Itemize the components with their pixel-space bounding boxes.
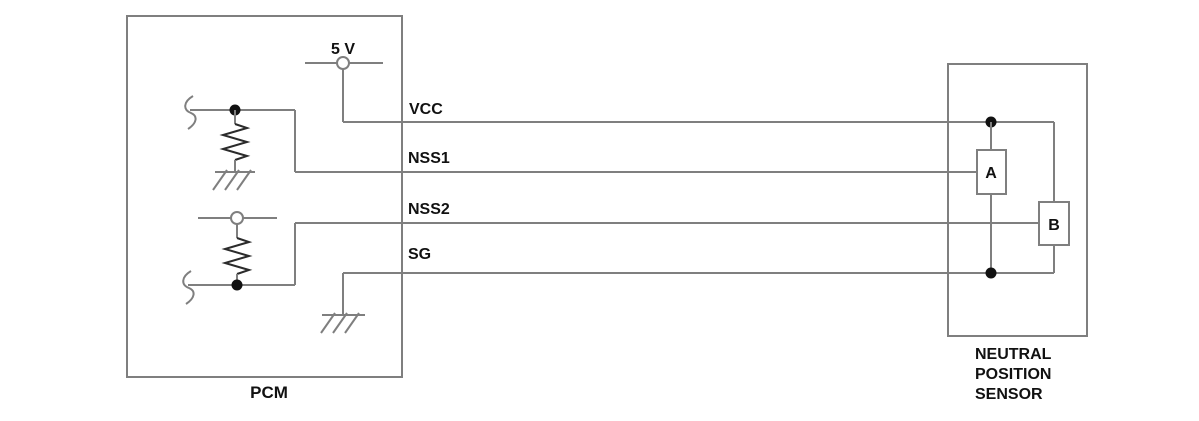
nss2-net: NSS2 — [182, 201, 1039, 305]
wire-break-squiggle-icon — [184, 95, 197, 130]
sensor-caption-line-1: NEUTRAL — [975, 346, 1052, 363]
pullup-terminal-icon — [230, 211, 244, 225]
ground-slash — [320, 312, 336, 334]
sensor-outline — [947, 63, 1088, 337]
component-b-label: B — [1048, 217, 1060, 234]
junction-dot — [231, 279, 243, 291]
ground-icon — [320, 312, 365, 334]
sensor-block: A B NEUTRAL POSITION SENSOR — [947, 63, 1088, 403]
ground-icon — [212, 169, 255, 191]
ground-slash — [224, 169, 240, 191]
nss2-label: NSS2 — [408, 201, 450, 218]
ground-slash — [332, 312, 348, 334]
wire-break-squiggle-icon — [182, 270, 195, 305]
sg-net: SG — [320, 246, 1054, 334]
pcm-label: PCM — [250, 383, 288, 402]
ground-slash — [236, 169, 252, 191]
sensor-component-a — [976, 149, 1007, 195]
sg-label: SG — [408, 246, 431, 263]
nss1-net: NSS1 — [184, 95, 977, 191]
pcm-outline — [126, 15, 403, 378]
vcc-label: VCC — [409, 101, 443, 118]
sensor-caption-line-2: POSITION — [975, 366, 1051, 383]
sensor-caption: NEUTRAL POSITION SENSOR — [975, 346, 1052, 403]
sensor-component-b — [1038, 201, 1070, 246]
supply-label: 5 V — [331, 41, 355, 58]
ground-slash — [212, 169, 228, 191]
sensor-caption-line-3: SENSOR — [975, 386, 1043, 403]
junction-dot — [985, 267, 997, 279]
supply-5v: 5 V — [305, 41, 383, 122]
vcc-net: VCC — [343, 101, 1054, 123]
ground-slash — [344, 312, 360, 334]
pulldown-resistor-icon — [219, 123, 251, 161]
pullup-resistor-icon — [221, 237, 253, 275]
pcm-block: PCM — [126, 15, 403, 402]
component-a-label: A — [985, 165, 997, 182]
supply-terminal-icon — [336, 56, 350, 70]
nss1-label: NSS1 — [408, 150, 450, 167]
